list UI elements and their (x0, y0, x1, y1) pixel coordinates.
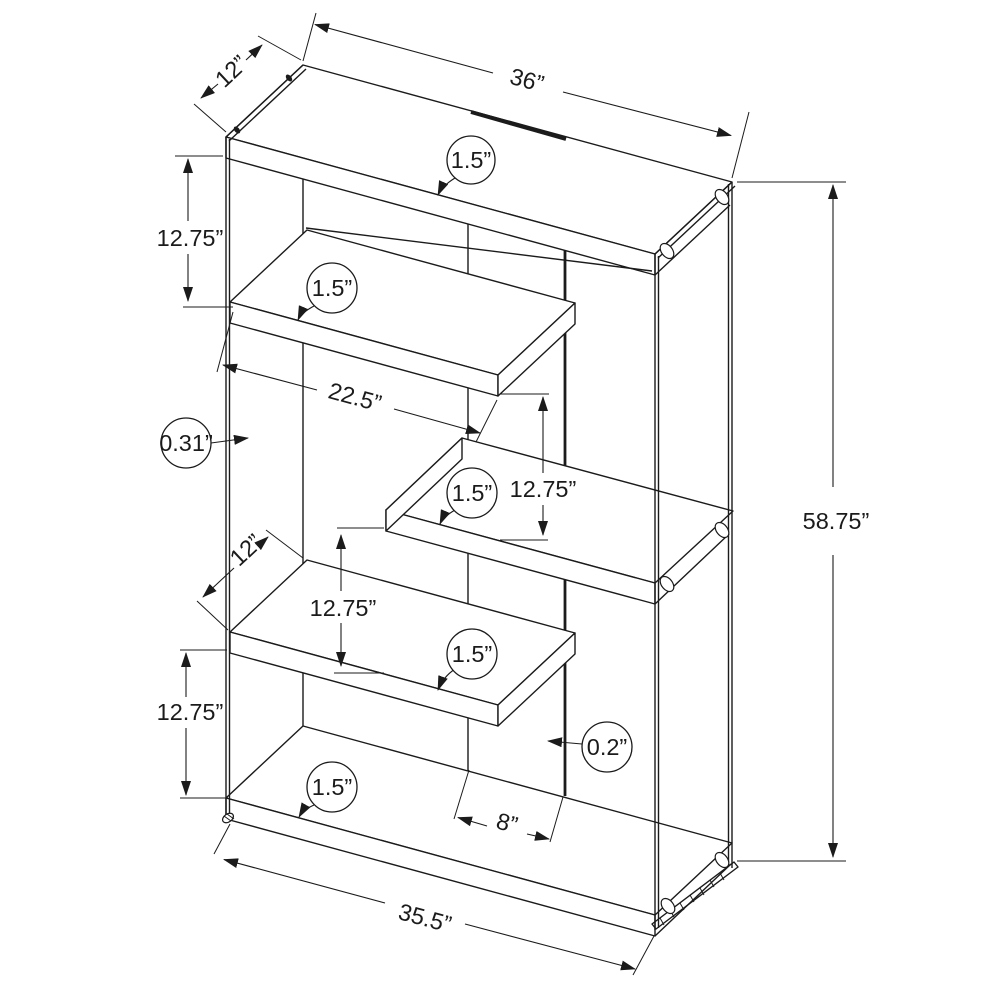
wall-anchor-groove (470, 110, 567, 141)
bottom-shelf (225, 725, 733, 937)
dim-bottom-width-label: 35.5” (396, 899, 454, 938)
dim-second-shelf-thickness-label: 1.5” (312, 275, 353, 301)
dim-bottom-shelf-thickness-label: 1.5” (312, 774, 353, 800)
third-shelf-thickness-bubble (446, 467, 498, 519)
dim-fourth-shelf-thickness-label: 1.5” (452, 641, 493, 667)
callout-bubbles (160, 135, 633, 813)
glass-thickness-bubble (160, 417, 212, 469)
dim-shelf-length-label: 22.5” (326, 378, 384, 417)
witness-lines (175, 12, 846, 976)
bottom-shelf-thickness-bubble (306, 761, 358, 813)
back-panel-thickness-bubble (581, 721, 633, 773)
top-shelf-thickness-bubble (446, 135, 496, 185)
fourth-shelf (229, 559, 576, 727)
dim-top-width-label: 36” (507, 63, 547, 97)
left-glass-top-pins (233, 74, 293, 134)
left-glass-panel (225, 64, 307, 818)
right-glass-bottom-rail (651, 851, 739, 930)
leader-lines (210, 177, 583, 818)
dim-middle-right-spacing-label: 12.75” (510, 476, 577, 502)
dim-overall-height-label: 58.75” (803, 508, 870, 534)
dim-top-depth-label: 12” (210, 50, 253, 92)
dimension-labels: 12” 36” 12.75” 1.5” 1.5” 22.5” 0.31” 1.5… (157, 50, 870, 937)
second-shelf-thickness-bubble (306, 262, 358, 314)
right-glass-connector-pins (659, 188, 730, 593)
fourth-shelf-thickness-bubble (446, 628, 498, 680)
left-glass-foot (221, 812, 235, 824)
dim-back-panel-thickness-label: 0.2” (587, 734, 628, 760)
dim-third-shelf-thickness-label: 1.5” (452, 480, 493, 506)
dim-glass-thickness-label: 0.31” (159, 430, 213, 456)
dim-upper-left-spacing-label: 12.75” (157, 225, 224, 251)
dim-top-shelf-thickness-label: 1.5” (451, 147, 492, 173)
dim-fourth-shelf-depth-label: 12” (225, 529, 268, 571)
third-shelf (385, 437, 734, 605)
dim-lower-left-spacing-label: 12.75” (157, 699, 224, 725)
dim-middle-left-spacing-label: 12.75” (310, 595, 377, 621)
dimension-lines (181, 23, 838, 971)
